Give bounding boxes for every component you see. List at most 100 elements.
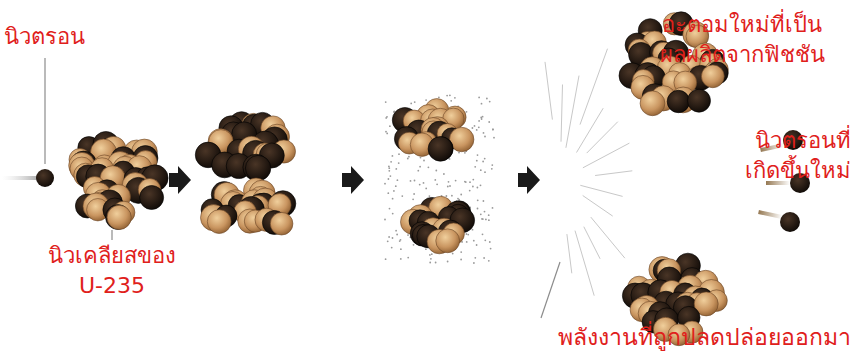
cloud-dot — [472, 186, 474, 188]
cloud-dot — [476, 129, 478, 131]
cloud-dot — [477, 208, 479, 210]
nucleon — [245, 155, 270, 180]
cloud-dot — [389, 208, 391, 210]
energy-ray — [587, 122, 618, 153]
cloud-dot — [454, 97, 456, 99]
cloud-dot — [425, 188, 427, 190]
cloud-dot — [392, 155, 394, 157]
cloud-dot — [425, 248, 427, 250]
cloud-dot — [414, 180, 416, 182]
cloud-dot — [429, 262, 431, 264]
callout-label: พลังงานที่ถูกปลดปล่อยออกมา — [558, 322, 851, 353]
callout-label: นิวตรอนที่ เกิดขึ้นใหม่ — [745, 126, 851, 185]
nucleon — [436, 229, 460, 253]
callout-label: นิวตรอน — [4, 22, 85, 52]
cloud-dot — [449, 185, 451, 187]
cloud-dot — [484, 211, 486, 213]
cloud-dot — [465, 181, 467, 183]
cloud-dot — [464, 181, 466, 183]
nucleon — [107, 205, 131, 229]
nucleon — [106, 205, 131, 230]
energy-rays — [545, 49, 632, 296]
cloud-dot — [469, 190, 471, 192]
cloud-dot — [483, 132, 485, 134]
cloud-dot — [484, 171, 486, 173]
cloud-dot — [480, 213, 482, 215]
cloud-dot — [384, 219, 386, 221]
cloud-dot — [488, 214, 490, 216]
energy-ray — [584, 227, 600, 259]
cloud-dot — [407, 234, 409, 236]
nucleon — [640, 91, 665, 116]
cloud-dot — [477, 199, 479, 201]
cloud-dot — [484, 158, 486, 160]
cloud-dot — [388, 167, 390, 169]
energy-ray — [580, 185, 622, 196]
cloud-dot — [385, 258, 387, 260]
cloud-dot — [447, 261, 449, 263]
cloud-dot — [385, 131, 387, 133]
cloud-dot — [446, 95, 448, 97]
cloud-dot — [477, 154, 479, 156]
cloud-dot — [449, 94, 451, 96]
cloud-dot — [482, 116, 484, 118]
nuclei — [69, 12, 729, 346]
callout-label: อะตอมใหม่ที่เป็น ผลผลิตจากฟิชชัน — [660, 10, 825, 69]
cloud-dot — [438, 96, 440, 98]
cloud-dot — [473, 262, 475, 264]
cloud-dot — [435, 170, 437, 172]
cloud-dot — [488, 260, 490, 262]
cloud-dot — [400, 248, 402, 250]
nucleon — [270, 212, 293, 235]
cloud-dot — [443, 173, 445, 175]
cloud-dot — [484, 239, 486, 241]
cloud-dot — [474, 125, 476, 127]
nucleon — [688, 89, 711, 112]
cloud-dot — [385, 101, 387, 103]
cloud-dot — [489, 101, 491, 103]
cloud-dot — [395, 230, 397, 232]
cloud-dot — [466, 233, 468, 235]
cloud-dot — [492, 207, 494, 209]
cloud-dot — [491, 168, 493, 170]
cloud-dot — [472, 229, 474, 231]
energy-ray — [583, 143, 630, 168]
cloud-dot — [423, 182, 425, 184]
energy-ray — [595, 171, 632, 176]
cloud-dot — [430, 258, 432, 260]
cloud-dot — [391, 247, 393, 249]
cloud-dot — [414, 101, 416, 103]
cloud-dot — [423, 160, 425, 162]
cloud-dot — [388, 178, 390, 180]
cloud-dot — [455, 180, 457, 182]
cloud-dot — [413, 193, 415, 195]
cloud-dot — [447, 186, 449, 188]
cloud-dot — [419, 166, 421, 168]
cloud-dot — [436, 183, 438, 185]
cloud-dot — [425, 99, 427, 101]
energy-ray — [591, 217, 625, 258]
cloud-dot — [486, 98, 488, 100]
cloud-dot — [386, 133, 388, 135]
cloud-dot — [452, 253, 454, 255]
cloud-dot — [449, 158, 451, 160]
cloud-dot — [384, 183, 386, 185]
cloud-dot — [458, 152, 460, 154]
cloud-dot — [446, 195, 448, 197]
cloud-dot — [448, 181, 450, 183]
cloud-dot — [472, 179, 474, 181]
cloud-dot — [401, 195, 403, 197]
cloud-dot — [473, 240, 475, 242]
cloud-dot — [493, 137, 495, 139]
cloud-dot — [474, 257, 476, 259]
leader-line — [44, 58, 45, 164]
nucleon — [140, 186, 164, 210]
cloud-dot — [385, 117, 387, 119]
nucleon — [207, 210, 231, 234]
cloud-dot — [450, 100, 452, 102]
cloud-dot — [492, 129, 494, 131]
cloud-dot — [480, 184, 482, 186]
cloud-dot — [477, 187, 479, 189]
energy-ray — [580, 49, 608, 125]
cloud-dot — [388, 166, 390, 168]
